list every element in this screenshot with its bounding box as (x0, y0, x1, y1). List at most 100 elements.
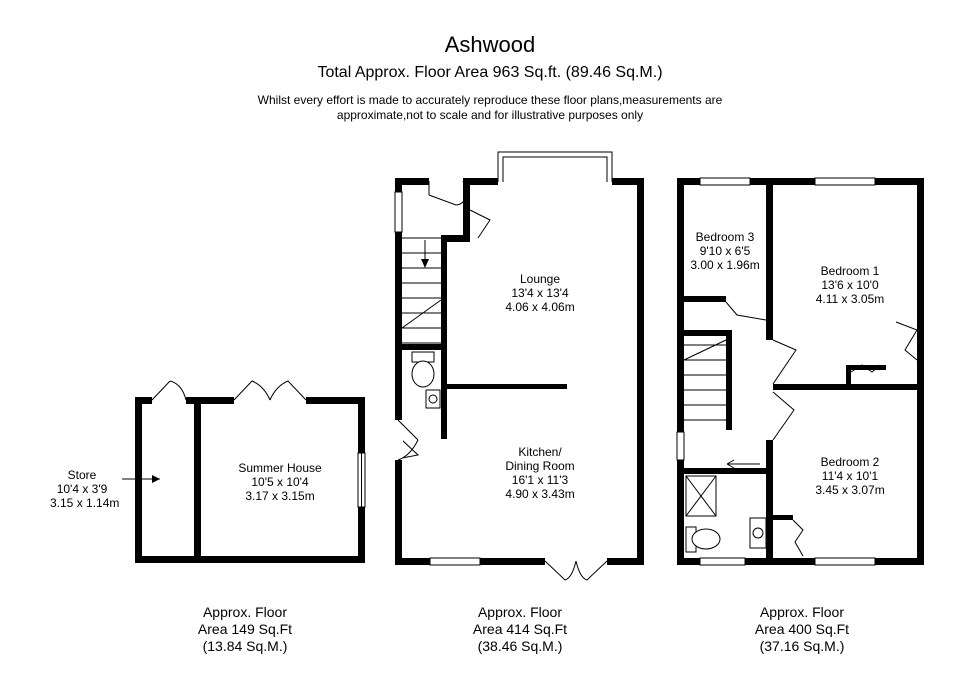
basin-bowl (428, 394, 438, 404)
porch-inner-door (469, 209, 491, 239)
bedroom2-label: Bedroom 2 11'4 x 10'1 3.45 x 3.07m (795, 455, 905, 497)
first-right-wall (917, 178, 924, 565)
outbuilding-area-caption: Approx. Floor Area 149 Sq.Ft (13.84 Sq.M… (175, 604, 315, 655)
cloakroom-door (401, 439, 420, 459)
bedroom3-window (699, 177, 751, 186)
first-floor-area-caption: Approx. Floor Area 400 Sq.Ft (37.16 Sq.M… (732, 604, 872, 655)
outbuilding-bottom-wall (135, 556, 365, 563)
bathroom-basin-bowl (752, 527, 764, 539)
first-area-line3: (37.16 Sq.M.) (759, 638, 845, 654)
front-door-swing (428, 180, 466, 206)
side-door-gap (394, 420, 403, 460)
cloakroom-top-wall (402, 344, 447, 350)
bedroom3-label: Bedroom 3 9'10 x 6'5 3.00 x 1.96m (684, 230, 766, 272)
ground-staircase (401, 237, 442, 344)
store-metric: 3.15 x 1.14m (50, 496, 120, 510)
outbuilding-area-line2: Area 149 Sq.Ft (197, 621, 293, 637)
ground-floor-area-caption: Approx. Floor Area 414 Sq.Ft (38.46 Sq.M… (450, 604, 590, 655)
cloakroom-right-wall (441, 344, 447, 439)
kitchen-name-line2: Dining Room (505, 459, 575, 473)
lounge-imperial: 13'4 x 13'4 (511, 286, 569, 300)
hall-porch-wall (463, 185, 470, 240)
summer-house-metric: 3.17 x 3.15m (245, 489, 315, 503)
lounge-label: Lounge 13'4 x 13'4 4.06 x 4.06m (490, 272, 590, 314)
store-label: Store 10'4 x 3'9 3.15 x 1.14m (50, 468, 120, 510)
bedroom1-name: Bedroom 1 (820, 264, 880, 278)
outbuilding-area-line3: (13.84 Sq.M.) (202, 638, 288, 654)
store-imperial: 10'4 x 3'9 (56, 482, 108, 496)
ground-area-line3: (38.46 Sq.M.) (477, 638, 563, 654)
store-door-gap (152, 396, 186, 405)
cupboard-top (773, 515, 793, 520)
first-staircase (683, 330, 727, 421)
bathroom-wc-pan (691, 528, 721, 550)
store-door-swing (151, 380, 187, 401)
plan-title: Ashwood (444, 32, 536, 57)
bedroom1-imperial: 13'6 x 10'0 (821, 278, 879, 292)
shower-cross-b (685, 475, 717, 517)
outbuilding-plan (122, 380, 366, 563)
lounge-kitchen-divider (447, 384, 567, 389)
kitchen-window (429, 557, 481, 566)
bedroom1-window (814, 177, 876, 186)
ground-top-wall-right (612, 178, 644, 185)
bedroom2-door (772, 391, 795, 441)
stair-wall (441, 235, 447, 350)
kitchen-french-doors (544, 560, 608, 581)
ground-right-wall (637, 178, 644, 565)
first-stair-wall (726, 330, 732, 430)
store-partition-wall (194, 397, 201, 563)
summer-house-door-gap (234, 396, 306, 405)
bathroom-window (699, 557, 746, 566)
ground-left-wall (395, 178, 402, 565)
bathroom-top-wall (684, 468, 766, 474)
bedroom3-metric: 3.00 x 1.96m (690, 258, 760, 272)
bathroom-door-arrow (726, 459, 760, 469)
summer-house-name: Summer House (238, 461, 322, 475)
bedroom3-door (725, 301, 767, 321)
store-pointer-arrowhead (152, 475, 160, 483)
disclaimer-line-2: approximate,not to scale and for illustr… (336, 108, 644, 122)
ground-area-line2: Area 414 Sq.Ft (472, 621, 568, 637)
wardrobe-doors (850, 364, 881, 373)
bedroom1-bottom-wall (773, 384, 917, 390)
ground-bottom-wall (395, 558, 644, 565)
bedroom2-window (814, 557, 876, 566)
first-bottom-wall (677, 558, 924, 565)
bedroom2-name: Bedroom 2 (820, 455, 880, 469)
lounge-bay-window (497, 151, 613, 182)
kitchen-metric: 4.90 x 3.43m (505, 487, 575, 501)
summer-house-label: Summer House 10'5 x 10'4 3.17 x 3.15m (210, 461, 350, 503)
summer-house-french-doors (233, 380, 307, 401)
store-name: Store (67, 468, 97, 482)
bedroom3-imperial: 9'10 x 6'5 (699, 244, 751, 258)
disclaimer: Whilst every effort is made to accuratel… (0, 93, 980, 123)
ground-top-wall-mid (463, 178, 498, 185)
bedroom1-label: Bedroom 1 13'6 x 10'0 4.11 x 3.05m (795, 264, 905, 306)
outbuilding-area-line1: Approx. Floor (202, 604, 288, 620)
ground-area-line1: Approx. Floor (477, 604, 563, 620)
bedroom3-name: Bedroom 3 (695, 230, 755, 244)
lounge-name: Lounge (519, 272, 561, 286)
bedroom2-metric: 3.45 x 3.07m (815, 483, 885, 497)
kitchen-name-line1: Kitchen/ (518, 445, 562, 459)
ground-top-wall-left (395, 178, 429, 185)
cupboard-doors (792, 519, 804, 557)
wc-pan (411, 360, 435, 388)
landing-window (676, 431, 685, 461)
wardrobe-side (846, 365, 851, 387)
outbuilding-left-wall (135, 397, 142, 563)
bedroom1-metric: 4.11 x 3.05m (815, 292, 885, 306)
hall-window (394, 191, 403, 233)
kitchen-imperial: 16'1 x 11'3 (511, 473, 569, 487)
first-floor-plan (676, 177, 924, 566)
kitchen-label: Kitchen/ Dining Room 16'1 x 11'3 4.90 x … (480, 445, 600, 501)
first-top-wall (677, 178, 924, 185)
bedroom1-cupboard-doors (895, 321, 918, 361)
bedroom3-bedroom1-wall (766, 185, 773, 340)
first-left-wall (677, 178, 684, 565)
hall-partition-top (441, 235, 470, 242)
bedroom3-bottom-wall (684, 296, 726, 302)
bay-window-inner-line (502, 156, 608, 182)
